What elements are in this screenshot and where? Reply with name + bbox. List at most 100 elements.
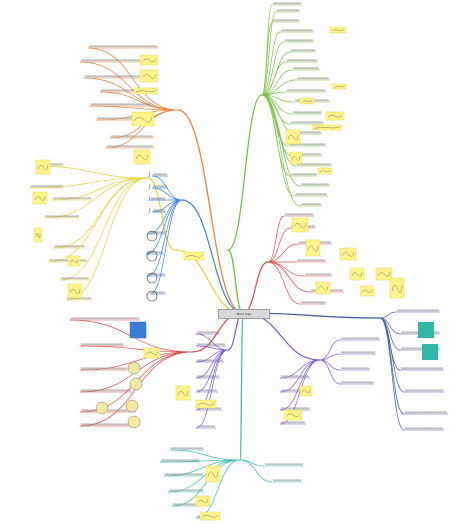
- red2-leaf-5-text: [81, 423, 139, 426]
- yellow-leaf-7-text: [67, 297, 91, 300]
- orange-card-1-figure: [141, 58, 157, 63]
- orange-card-3-figure: [135, 89, 157, 93]
- orange-leaf-7-text: [107, 145, 153, 148]
- orange-leaf-5-text: [97, 117, 151, 120]
- blue-circle-figure-3: [146, 290, 158, 302]
- blue-formula-1: ∫: [148, 184, 151, 190]
- green-leaf-15-text: [293, 153, 321, 156]
- yellow-card-5-figure: [69, 288, 81, 295]
- green-link-20: [261, 94, 301, 207]
- purple-leaf-3-text: [197, 375, 219, 378]
- purple-leaf-2-text: [197, 359, 223, 362]
- yellow-leaf-3-text: [45, 215, 79, 218]
- red2-circle-figure-2: [95, 401, 109, 415]
- red-card-7-figure: [361, 289, 373, 294]
- yellow-link-1: [29, 177, 149, 189]
- red-leaf-3-text: [297, 259, 325, 262]
- green-link-17: [261, 94, 291, 177]
- yellow-leaf-4-text: [55, 245, 85, 248]
- green-leaf-19-text: [295, 193, 327, 196]
- blue-link-7: [149, 199, 183, 295]
- yellow-branch: [147, 177, 176, 251]
- green-leaf-0-text: [273, 2, 301, 5]
- red-card-8-figure: [391, 284, 403, 293]
- green-leaf-8-text: [297, 77, 329, 80]
- orange-link-0: [87, 47, 179, 111]
- red-leaf-4-text: [305, 273, 331, 276]
- green-leaf-17-text: [291, 173, 317, 176]
- yellow-leaf-2-text: [53, 197, 91, 200]
- navy-link-0: [379, 311, 397, 319]
- red-card-5-figure: [351, 272, 363, 277]
- blue-leaf-4-text: [149, 231, 165, 234]
- yellow-link-0: [35, 165, 149, 179]
- red-card-2: [305, 239, 321, 257]
- red-leaf-6-text: [301, 301, 325, 304]
- teal-card-2-figure: [197, 499, 209, 504]
- green-link-19: [261, 94, 295, 197]
- green-leaf-2-text: [273, 19, 299, 22]
- orange-card-5: [133, 149, 151, 165]
- orange-leaf-1-text: [81, 59, 149, 62]
- red2-leaf-1-text: [81, 343, 123, 346]
- teal-leaf-4-text: [173, 503, 201, 506]
- green-leaf-16-text: [297, 163, 331, 166]
- yellow-card-1-figure: [37, 164, 49, 171]
- green-leaf-14-text: [289, 143, 325, 146]
- teal-link-7: [239, 459, 273, 483]
- red2-circle-figure-1: [129, 377, 143, 391]
- blue-link-6: [147, 199, 183, 277]
- purple2-leaf-6-text: [341, 367, 369, 370]
- purple2-leaf-1-text: [281, 389, 307, 392]
- teal-card-3-figure: [201, 514, 219, 518]
- green-branch-trunk: [227, 249, 244, 314]
- navy-leaf-4-text: [405, 389, 443, 392]
- purple2-card-2-figure: [285, 413, 301, 418]
- red-link-2: [267, 243, 299, 263]
- orange-link-3: [99, 91, 179, 111]
- green-leaf-18-text: [301, 183, 329, 186]
- green-leaf-3-text: [281, 29, 313, 32]
- green-card-5-figure: [313, 126, 341, 129]
- blue-leaf-3-text: [153, 209, 165, 212]
- blue-formula-3: ∫: [148, 208, 151, 214]
- navy-teal-tile-2: [422, 344, 438, 360]
- red-link-6: [267, 261, 301, 305]
- teal-link-0: [169, 449, 241, 461]
- red-card-3-figure: [317, 286, 329, 291]
- teal-card-1: [205, 465, 221, 483]
- green-link-4: [261, 41, 285, 96]
- purple-leaf-4-text: [197, 389, 217, 392]
- green-leaf-6-text: [287, 59, 317, 62]
- teal-link-2: [163, 459, 241, 477]
- purple2-link-4: [319, 339, 341, 361]
- green-leaf-20-text: [301, 203, 321, 206]
- blue-circle-figure-0: [146, 230, 158, 242]
- green-link-1: [261, 11, 277, 96]
- green-link-13: [261, 94, 297, 135]
- green-card-3-figure: [327, 114, 343, 118]
- red-link-1: [267, 227, 291, 263]
- blue-circle-figure-1: [146, 250, 158, 262]
- purple2-card-1-figure: [301, 389, 311, 394]
- red2-card-1-figure: [145, 351, 159, 356]
- purple2-leaf-5-text: [341, 351, 375, 354]
- green-leaf-1-text: [277, 9, 299, 12]
- root-node[interactable]: Mind map: [218, 309, 270, 319]
- green-leaf-4-text: [285, 39, 313, 42]
- teal-branch: [239, 312, 244, 461]
- green-card-1-figure: [333, 85, 345, 88]
- green-link-7: [261, 69, 293, 96]
- orange-card-2-figure: [141, 74, 157, 79]
- orange-card-5-figure: [135, 154, 149, 161]
- orange-leaf-0-text: [89, 45, 157, 48]
- green-card-4-figure: [287, 134, 299, 141]
- green-card-6-figure: [291, 156, 301, 161]
- green-leaf-7-text: [293, 67, 319, 70]
- blue-leaf-2-text: [151, 197, 165, 200]
- purple-card-1-figure: [177, 390, 189, 397]
- red-branch: [242, 261, 269, 314]
- red-link-5: [267, 261, 311, 293]
